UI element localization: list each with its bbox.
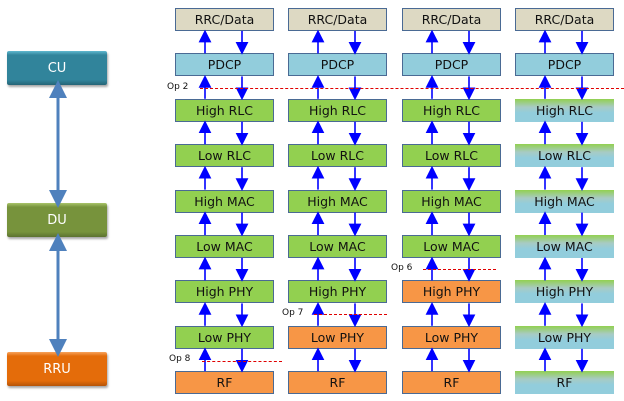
layer-box-rrc-data-col2: RRC/Data [288, 8, 387, 31]
layer-box-high-rlc-col2: High RLC [288, 98, 387, 122]
layer-box-pdcp-col3: PDCP [402, 53, 501, 77]
layer-box-rf-col3: RF [402, 371, 501, 395]
layer-box-rf-col1: RF [175, 371, 274, 395]
layer-box-low-mac-col2: Low MAC [288, 235, 387, 258]
split-op2-line [200, 88, 624, 89]
layer-box-low-rlc-col4: Low RLC [515, 144, 614, 168]
split-op6-label: Op 6 [391, 263, 413, 273]
rru-label: RRU [43, 361, 71, 377]
layer-box-low-phy-col1: Low PHY [175, 325, 274, 349]
layer-box-rrc-data-col4: RRC/Data [515, 8, 614, 31]
layer-box-high-phy-col2: High PHY [288, 280, 387, 304]
layer-box-high-phy-col1: High PHY [175, 280, 274, 304]
layer-box-low-rlc-col3: Low RLC [402, 144, 501, 168]
split-op7-line [314, 314, 387, 315]
layer-box-rf-col2: RF [288, 371, 387, 395]
rru-unit: RRU [7, 352, 107, 386]
layer-box-high-mac-col1: High MAC [175, 189, 274, 213]
layer-box-low-mac-col3: Low MAC [402, 235, 501, 258]
layer-box-high-rlc-col4: High RLC [515, 98, 614, 122]
layer-box-high-phy-col4: High PHY [515, 280, 614, 304]
layer-box-low-rlc-col1: Low RLC [175, 144, 274, 168]
split-op6-line [423, 269, 496, 270]
layer-box-low-rlc-col2: Low RLC [288, 144, 387, 168]
split-op8-line [202, 361, 282, 362]
layer-box-pdcp-col1: PDCP [175, 53, 274, 77]
du-unit: DU [7, 203, 107, 237]
cu-unit: CU [7, 51, 107, 85]
layer-box-low-phy-col3: Low PHY [402, 325, 501, 349]
layer-box-rrc-data-col3: RRC/Data [402, 8, 501, 31]
split-op7-label: Op 7 [282, 308, 304, 318]
layer-box-high-mac-col2: High MAC [288, 189, 387, 213]
layer-box-low-mac-col4: Low MAC [515, 235, 614, 258]
layer-box-low-phy-col2: Low PHY [288, 325, 387, 349]
layer-box-rrc-data-col1: RRC/Data [175, 8, 274, 31]
layer-box-high-mac-col3: High MAC [402, 189, 501, 213]
layer-box-pdcp-col2: PDCP [288, 53, 387, 77]
layer-box-high-phy-col3: High PHY [402, 280, 501, 304]
layer-box-low-mac-col1: Low MAC [175, 235, 274, 258]
split-op2-label: Op 2 [167, 82, 189, 92]
split-op8-label: Op 8 [169, 354, 191, 364]
cu-label: CU [47, 60, 67, 76]
layer-box-high-mac-col4: High MAC [515, 189, 614, 213]
layer-box-pdcp-col4: PDCP [515, 53, 614, 77]
layer-box-high-rlc-col3: High RLC [402, 98, 501, 122]
layer-box-rf-col4: RF [515, 371, 614, 395]
du-label: DU [47, 212, 67, 228]
layer-box-high-rlc-col1: High RLC [175, 98, 274, 122]
layer-box-low-phy-col4: Low PHY [515, 325, 614, 349]
